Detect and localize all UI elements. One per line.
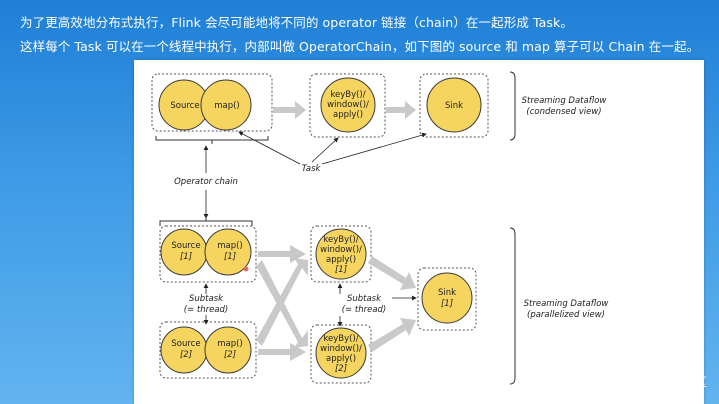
map-node-2 <box>204 326 252 374</box>
map-2-label: map() <box>217 339 243 349</box>
flow-arrow <box>258 343 306 361</box>
sink-node-1 <box>421 272 473 324</box>
task-box-source-map <box>151 73 273 132</box>
watermark: @稀土掘金技术社区 <box>598 375 707 389</box>
keyby-node-2 <box>315 327 367 379</box>
operator-chain-diagram: Source map() keyBy()/ window()/ apply() … <box>151 71 609 385</box>
keyby-label: window()/ <box>327 100 369 110</box>
task-box-sink <box>419 73 489 138</box>
condensed-view-label: (condensed view) <box>526 107 601 117</box>
keyby-2-label: window()/ <box>320 344 362 354</box>
sink-1-index: [1] <box>441 299 453 309</box>
flow-arrow <box>273 101 306 119</box>
flow-arrow <box>386 101 416 119</box>
source-1-index: [1] <box>180 252 192 262</box>
view-bracket <box>509 227 516 385</box>
task-box-keyby <box>309 73 386 138</box>
task-box-keyby-1 <box>310 225 372 283</box>
map-1-label: map() <box>217 241 243 251</box>
task-box-source-map-1 <box>159 225 257 283</box>
keyby-1-index: [1] <box>335 265 347 275</box>
view-bracket <box>509 71 516 141</box>
map-node-1 <box>204 228 252 276</box>
source-2-index: [2] <box>180 350 192 360</box>
parallel-view-label: (parallelized view) <box>527 310 605 320</box>
parallel-view-label: Streaming Dataflow <box>524 299 609 309</box>
subtask-left-label: Subtask <box>189 294 224 304</box>
header-line-2: 这样每个 Task 可以在一个线程中执行，内部叫做 OperatorChain，… <box>20 39 700 54</box>
source-label: Source <box>170 101 199 111</box>
condensed-view-label: Streaming Dataflow <box>522 96 607 106</box>
subtask-mid-label: Subtask <box>347 294 382 304</box>
map-node <box>200 79 252 131</box>
source-2-label: Source <box>171 339 200 349</box>
keyby-1-label: keyBy()/ <box>323 235 358 245</box>
header-line-1: 为了更高效地分布式执行，Flink 会尽可能地将不同的 operator 链接（… <box>20 15 573 30</box>
keyby-1-label: window()/ <box>320 245 362 255</box>
keyby-label: keyBy()/ <box>330 90 365 100</box>
subtask-left-label: (= thread) <box>184 305 229 315</box>
chain-brace <box>159 217 253 226</box>
keyby-2-label: keyBy()/ <box>323 334 358 344</box>
keyby-2-label: apply() <box>326 354 356 364</box>
keyby-1-label: apply() <box>326 255 356 265</box>
sink-label: Sink <box>445 101 463 111</box>
keyby-label: apply() <box>333 110 363 120</box>
operator-chain-label: Operator chain <box>174 177 238 187</box>
map-2-index: [2] <box>224 350 236 360</box>
sink-1-label: Sink <box>438 288 456 298</box>
flow-arrow <box>258 245 306 263</box>
keyby-node <box>320 77 376 133</box>
source-1-label: Source <box>171 241 200 251</box>
keyby-node-1 <box>315 228 367 280</box>
map-1-index: [1] <box>224 252 236 262</box>
flow-arrow <box>368 318 416 352</box>
flow-arrow <box>368 256 416 290</box>
keyby-2-index: [2] <box>335 364 347 374</box>
diagram-slide: Source map() keyBy()/ window()/ apply() … <box>134 60 704 404</box>
subtask-mid-label: (= thread) <box>342 305 387 315</box>
sink-node <box>426 77 482 133</box>
task-box-sink-1 <box>417 267 477 331</box>
chain-brace <box>155 136 269 144</box>
task-label: Task <box>302 164 322 174</box>
map-label: map() <box>214 101 240 111</box>
flow-arrow <box>256 258 308 346</box>
cursor-dot <box>243 266 249 272</box>
